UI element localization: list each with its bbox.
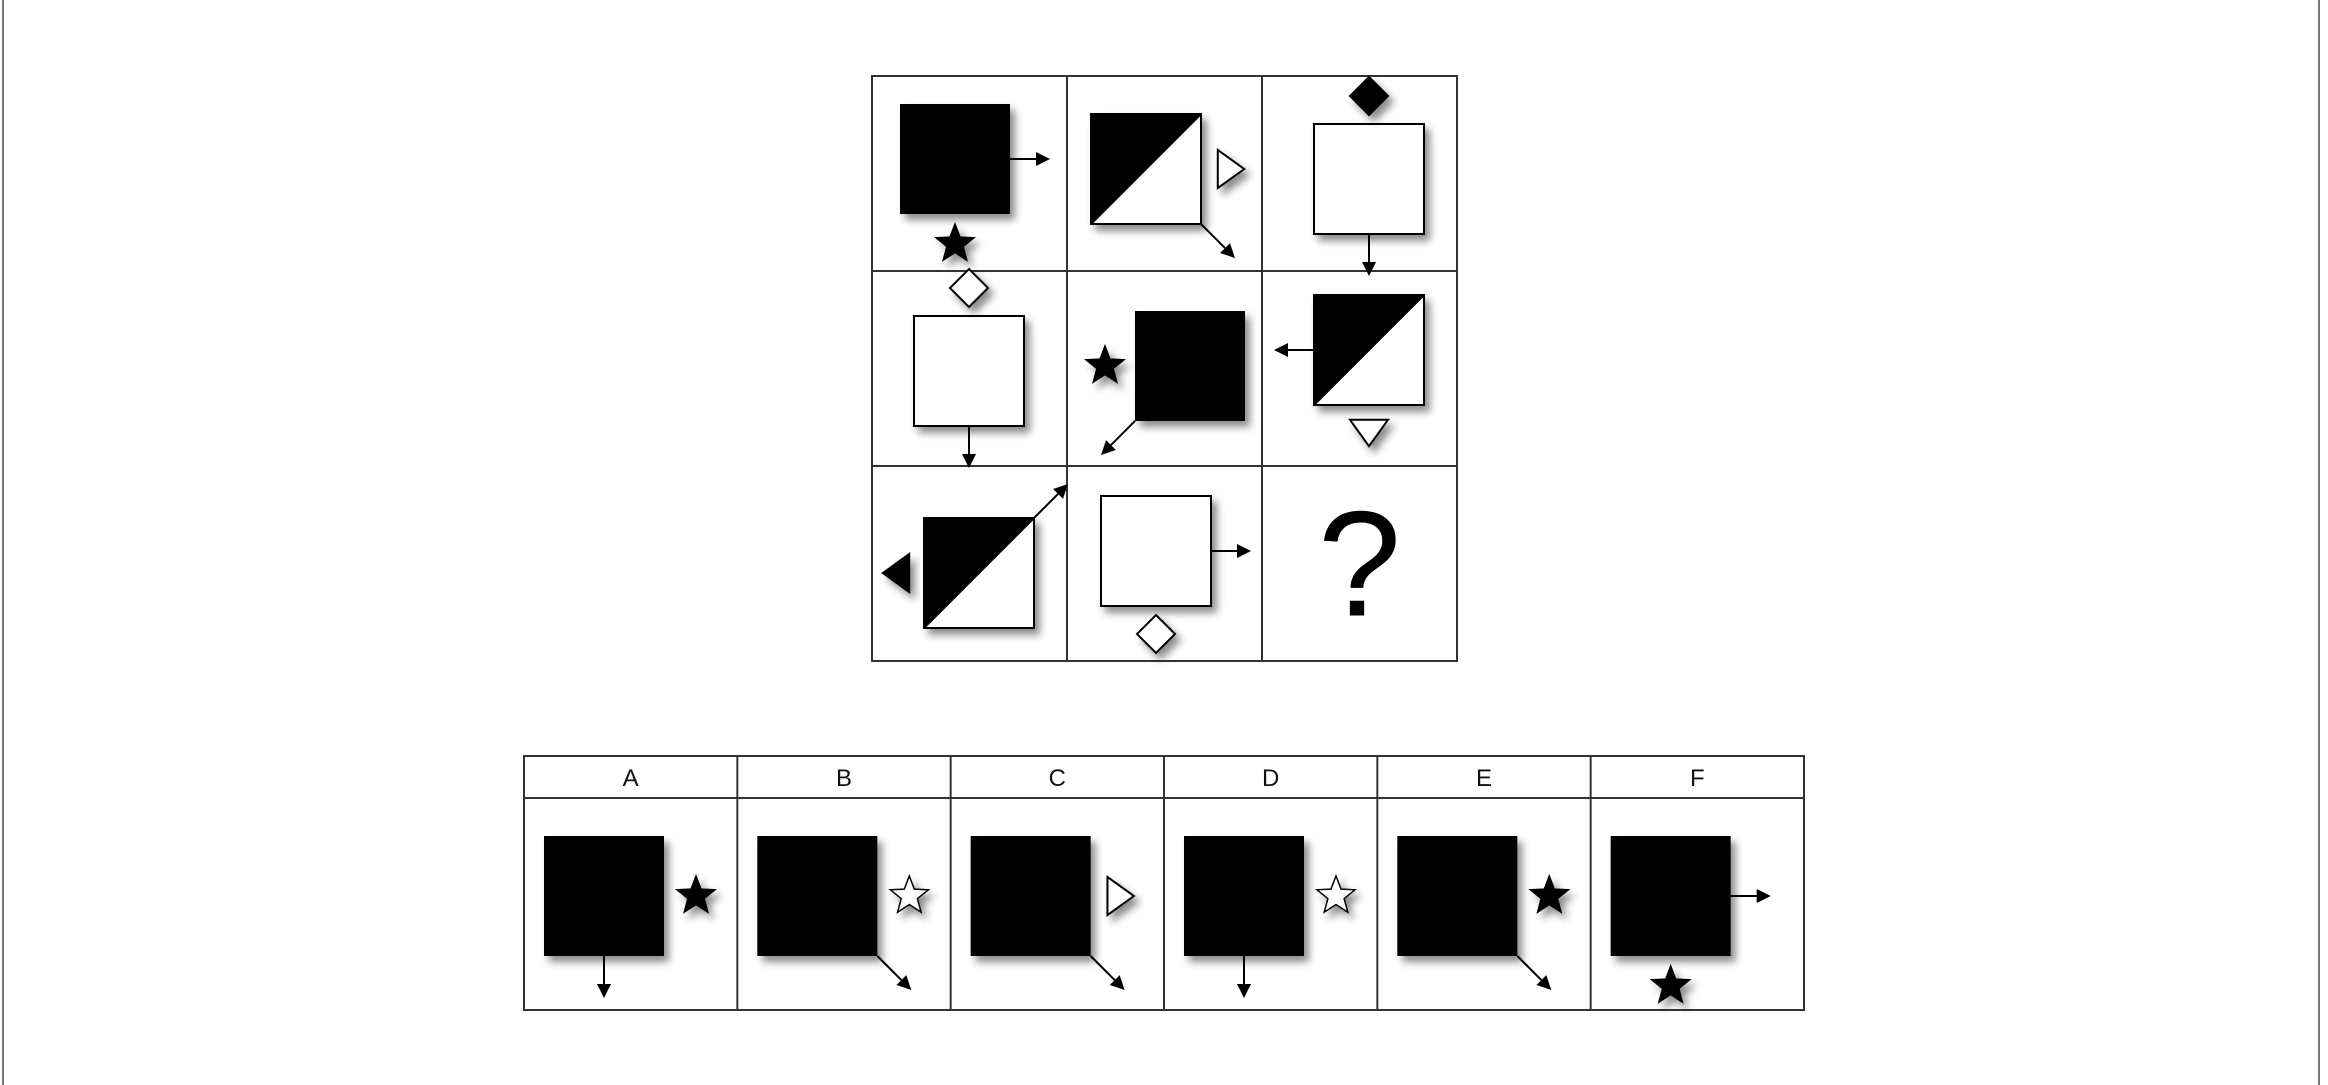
arrow-icon [962,426,976,468]
matrix-cell-r1-c1 [900,104,1050,262]
arrow-head [1053,484,1068,499]
matrix-cell-r2-c3 [1274,294,1425,448]
arrow-shaft [876,955,903,981]
matrix-cell-r1-c2 [1090,113,1246,258]
arrow-shaft [1200,223,1226,249]
arrow-head [1109,975,1125,990]
arrow-icon [1033,484,1068,519]
square-black [1397,836,1518,956]
arrow-shaft [1110,420,1136,446]
arrow-icon [1200,223,1235,258]
white-star-icon [888,873,931,914]
option-a-figure [544,836,718,998]
square-black [970,836,1091,956]
option-label-b[interactable]: B [836,765,852,792]
matrix-cell-r1-c3 [1313,75,1425,276]
arrow-head [1536,975,1552,990]
square-split-diagonal [1090,113,1202,225]
arrow-icon [1010,152,1050,166]
arrow-head [1237,544,1251,558]
arrow-head [597,984,611,998]
black-star-icon [933,221,977,262]
white-triangle-icon [1348,418,1390,448]
option-label-e[interactable]: E [1476,765,1492,792]
square-white [913,315,1025,427]
white-triangle-icon [1106,875,1136,917]
arrow-icon [1101,420,1136,455]
arrow-head [1220,243,1235,258]
square-black [1135,311,1245,421]
option-label-a[interactable]: A [623,765,639,792]
black-star-icon [674,873,718,914]
white-triangle-icon [1216,148,1246,190]
arrow-icon [1274,343,1314,357]
arrow-shaft [1089,955,1116,981]
option-c-figure [970,836,1136,990]
square-black [1610,836,1731,956]
black-star-icon [1649,963,1692,1004]
option-label-f[interactable]: F [1690,765,1705,792]
matrix-cell-r3-c1 [881,484,1068,629]
arrow-head [1362,262,1376,276]
option-d-figure [1184,836,1358,998]
square-black [544,836,664,956]
arrow-icon [1362,234,1376,276]
arrow-shaft [1516,955,1543,981]
arrow-icon [1730,889,1771,903]
option-label-c[interactable]: C [1049,765,1066,792]
white-diamond-icon [1135,613,1177,655]
square-white [1313,123,1425,235]
square-white [1100,495,1212,607]
arrow-head [1101,440,1116,455]
arrow-head [1274,343,1288,357]
arrow-icon [597,956,611,998]
option-label-d[interactable]: D [1262,765,1279,792]
white-star-icon [1314,873,1358,914]
question-mark: ? [1318,480,1401,648]
black-diamond-icon [1348,75,1390,117]
square-black [900,104,1010,214]
puzzle-matrix: ? [871,75,1458,662]
square-black [1184,836,1304,956]
option-e-figure [1397,836,1571,990]
arrow-head [896,975,912,990]
arrow-head [1756,889,1771,903]
option-b-figure [757,836,931,990]
matrix-border [871,75,1458,662]
arrow-head [962,454,976,468]
arrow-head [1036,152,1050,166]
matrix-cell-r2-c2 [1083,311,1245,455]
arrow-icon [876,955,912,990]
black-star-icon [1528,873,1571,914]
option-f-figure [1610,836,1771,1004]
square-split-diagonal [1313,294,1425,406]
matrix-cell-r3-c2 [1100,495,1251,655]
arrow-shaft [1033,493,1059,519]
white-diamond-icon [948,267,990,309]
black-triangle-icon [881,552,911,594]
arrow-icon [1516,955,1552,990]
arrow-icon [1211,544,1251,558]
answer-options: A B C D E F [523,755,1805,1011]
arrow-icon [1089,955,1125,990]
square-split-diagonal [923,517,1035,629]
arrow-head [1237,984,1251,998]
square-black [757,836,878,956]
arrow-icon [1237,956,1251,998]
matrix-cell-r2-c1 [913,267,1025,468]
black-star-icon [1083,343,1127,384]
